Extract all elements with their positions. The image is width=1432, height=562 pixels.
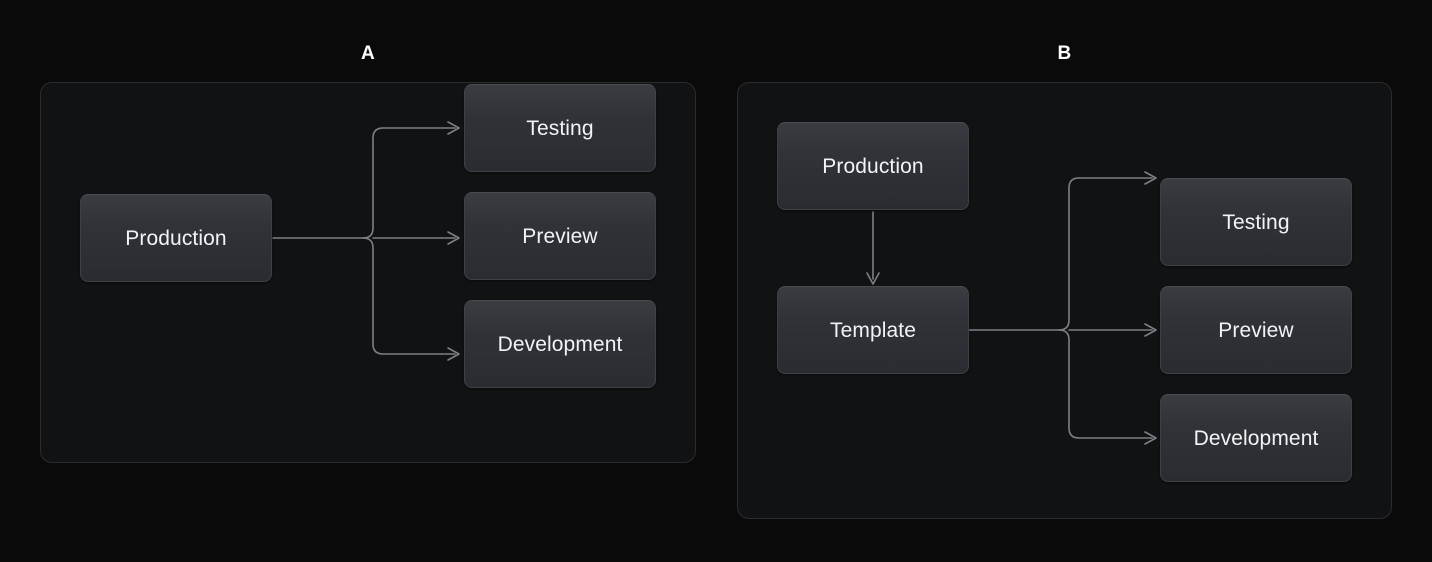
panel-a-label: A [361,43,375,64]
arrowhead-b-template [866,272,880,285]
arrowhead-a-testing [447,121,460,135]
node-template-b[interactable]: Template [777,286,969,374]
node-testing-b[interactable]: Testing [1160,178,1352,266]
node-development-b[interactable]: Development [1160,394,1352,482]
node-preview-b-label: Preview [1218,318,1294,342]
node-development-a[interactable]: Development [464,300,656,388]
arrowhead-a-development [447,347,460,361]
node-production-a[interactable]: Production [80,194,272,282]
wire-b-to-development [1058,329,1153,439]
wire-a-to-testing [362,127,456,239]
node-testing-b-label: Testing [1222,210,1290,234]
panel-b-label: B [1057,43,1072,64]
node-preview-a-label: Preview [522,224,598,248]
arrowhead-b-preview [1144,323,1157,337]
wire-b-to-testing [1058,177,1153,331]
panel-b-frame: Production Template Testing Preview Deve… [737,82,1392,519]
wire-a-to-development [362,237,456,355]
node-template-b-label: Template [829,318,916,342]
node-testing-a-label: Testing [526,116,594,140]
node-preview-a[interactable]: Preview [464,192,656,280]
arrowhead-b-development [1144,431,1157,445]
node-production-b-label: Production [822,154,924,178]
arrowhead-a-preview [447,231,460,245]
node-development-b-label: Development [1193,426,1319,450]
node-production-b[interactable]: Production [777,122,969,210]
arrowhead-b-testing [1144,171,1157,185]
node-preview-b[interactable]: Preview [1160,286,1352,374]
node-development-a-label: Development [497,332,623,356]
panel-a-frame: Production Testing Preview Development [40,82,696,463]
node-production-a-label: Production [125,226,227,250]
node-testing-a[interactable]: Testing [464,84,656,172]
